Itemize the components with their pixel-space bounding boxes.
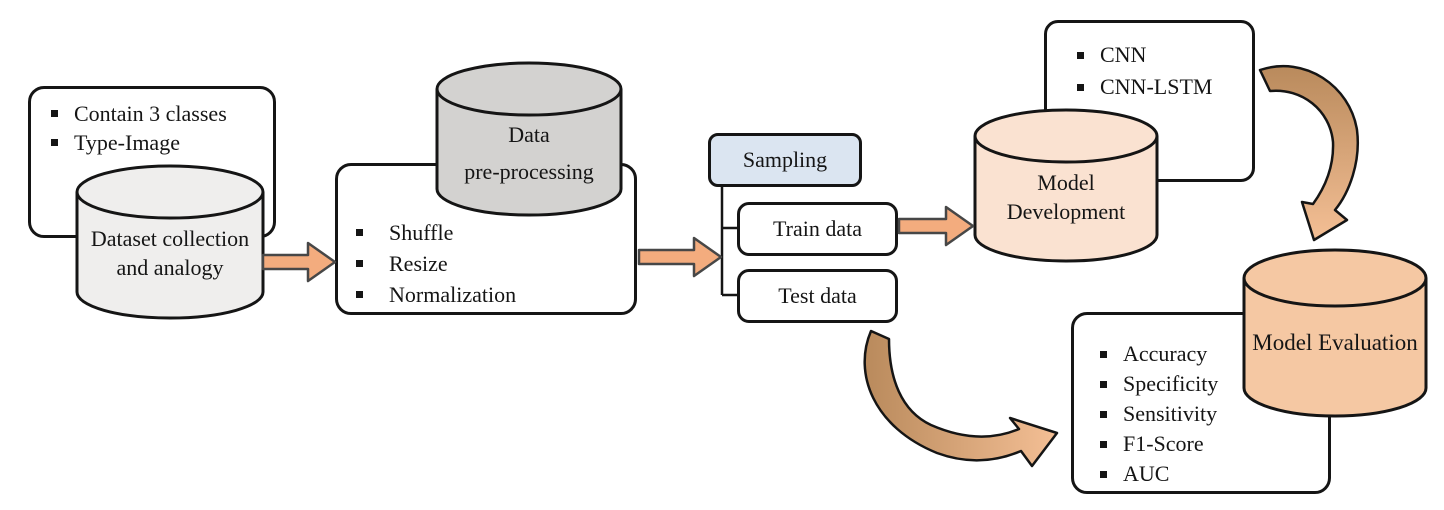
list-item: F1-Score: [1100, 429, 1328, 459]
dataset-info-item: Type-Image: [74, 129, 180, 155]
train-data-node: Train data: [737, 202, 898, 256]
label-line: Model Evaluation: [1252, 330, 1418, 355]
cylinder-shape: [973, 108, 1159, 263]
data-preprocessing-cylinder: Data pre-processing: [434, 60, 624, 218]
label-line: pre-processing: [464, 159, 594, 184]
model-development-cylinder: Model Development: [972, 107, 1160, 264]
list-item: AUC: [1100, 459, 1328, 489]
label-line: and analogy: [116, 255, 224, 280]
bullet-icon: [1100, 350, 1107, 358]
label-line: Dataset collection: [90, 226, 250, 251]
list-item: Type-Image: [51, 128, 273, 157]
bullet-icon: [1100, 410, 1107, 418]
bullet-icon: [356, 229, 363, 236]
bullet-icon: [356, 291, 363, 298]
bullet-icon: [1100, 440, 1107, 448]
preprocess-item: Resize: [389, 250, 448, 276]
metric-item: Sensitivity: [1123, 401, 1218, 426]
label-line: Data: [508, 122, 550, 147]
arrow-train-to-model-dev: [897, 204, 975, 248]
curved-arrow-models-to-evaluation: [1250, 58, 1376, 244]
preprocess-item: Shuffle: [389, 219, 454, 245]
cylinder-shape: [435, 61, 623, 217]
model-evaluation-cylinder: Model Evaluation: [1241, 247, 1429, 419]
sampling-node: Sampling: [708, 133, 862, 187]
model-item: CNN-LSTM: [1100, 74, 1213, 99]
bullet-icon: [51, 110, 58, 117]
cylinder-shape: [75, 164, 265, 320]
bullet-icon: [356, 260, 363, 267]
branch-connector-line: [720, 186, 740, 297]
list-item: CNN-LSTM: [1077, 71, 1252, 103]
model-item: CNN: [1100, 42, 1147, 67]
bullet-icon: [1077, 83, 1084, 91]
preprocess-box: Shuffle Resize Normalization: [335, 163, 637, 315]
preprocess-item: Normalization: [389, 281, 517, 307]
list-item: CNN: [1077, 39, 1252, 71]
metric-item: Specificity: [1123, 371, 1219, 396]
dataset-cylinder-label: Dataset collection and analogy: [74, 224, 266, 282]
list-item: Normalization: [356, 279, 516, 310]
metric-item: Accuracy: [1123, 341, 1208, 366]
train-data-label: Train data: [772, 216, 862, 241]
bullet-icon: [1100, 380, 1107, 388]
dataset-info-item: Contain 3 classes: [74, 100, 227, 126]
list-item: Specificity: [1100, 369, 1328, 399]
preprocess-list: Shuffle Resize Normalization: [356, 217, 516, 310]
bullet-icon: [1100, 470, 1107, 478]
curved-arrow-test-to-metrics: [855, 323, 1065, 475]
list-item: Resize: [356, 248, 516, 279]
list-item: Accuracy: [1100, 339, 1328, 369]
dataset-collection-cylinder: Dataset collection and analogy: [74, 162, 266, 322]
bullet-icon: [1077, 51, 1084, 59]
cylinder-shape: [1242, 248, 1428, 418]
list-item: Shuffle: [356, 217, 516, 248]
arrow-dataset-to-preprocess: [261, 240, 338, 284]
label-line: Model: [1037, 170, 1095, 195]
bullet-icon: [51, 139, 58, 146]
model-dev-cylinder-label: Model Development: [972, 168, 1160, 226]
list-item: Contain 3 classes: [51, 99, 273, 128]
test-data-node: Test data: [737, 269, 898, 323]
list-item: Sensitivity: [1100, 399, 1328, 429]
label-line: Development: [1006, 199, 1126, 224]
arrow-preprocess-to-sampling: [637, 235, 723, 279]
test-data-label: Test data: [778, 283, 857, 308]
sampling-label: Sampling: [742, 147, 828, 172]
preprocess-cylinder-label: Data pre-processing: [434, 116, 624, 190]
model-eval-cylinder-label: Model Evaluation: [1241, 328, 1429, 358]
metric-item: AUC: [1123, 461, 1170, 486]
metric-item: F1-Score: [1123, 431, 1204, 456]
